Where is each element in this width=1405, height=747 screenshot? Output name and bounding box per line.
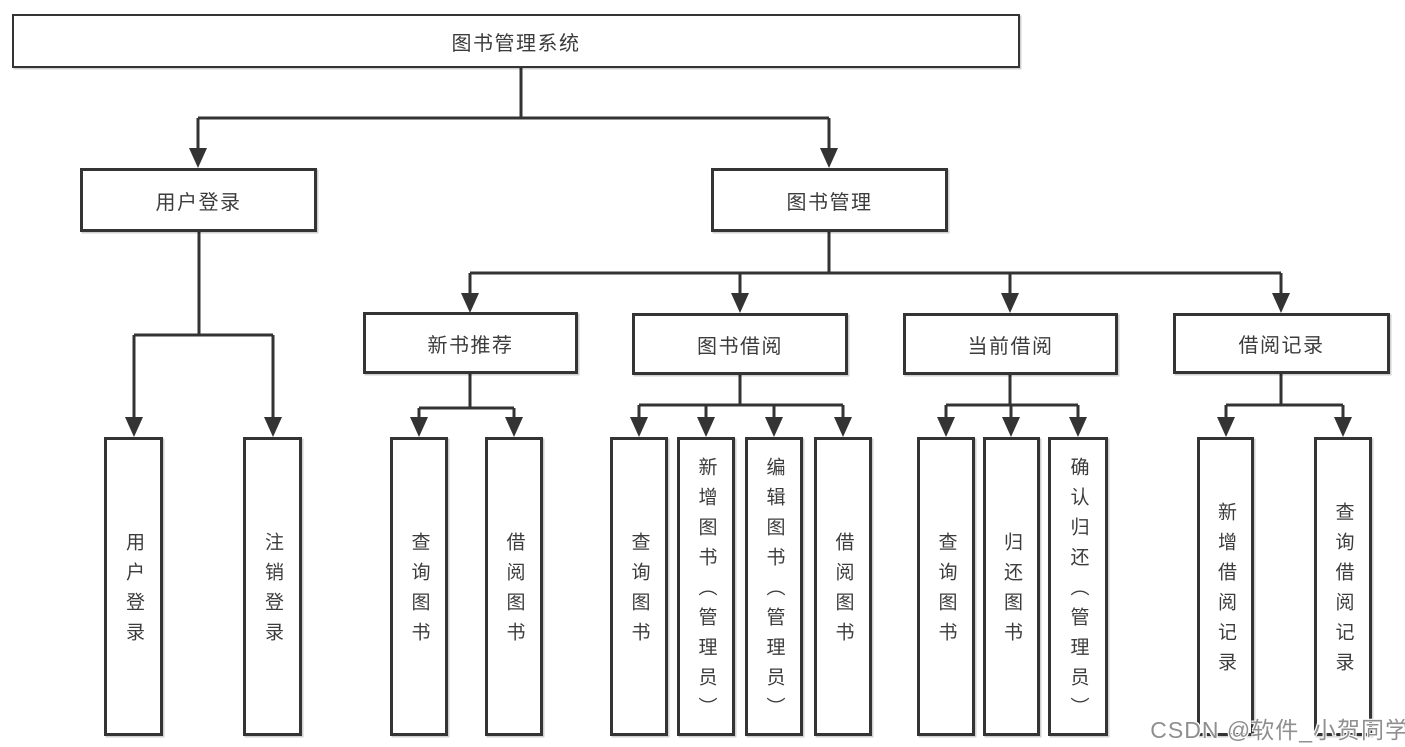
node-book-management: 图书管理 xyxy=(711,168,948,232)
node-user-login: 用户登录 xyxy=(80,168,317,232)
leaf-add-books-admin: 新增图书（管理员） xyxy=(677,437,735,736)
leaf-add-books-admin-label: 新增图书（管理员） xyxy=(695,457,717,727)
leaf-add-borrow-record: 新增借阅记录 xyxy=(1197,437,1254,736)
arrowheads xyxy=(125,148,1352,437)
leaf-query-books-borrowing: 查询图书 xyxy=(610,437,668,736)
leaf-borrow-books-recommend-label: 借阅图书 xyxy=(503,532,525,652)
leaf-borrow-books-borrowing: 借阅图书 xyxy=(814,437,872,736)
tree-edges xyxy=(132,68,1345,418)
leaf-query-borrow-record: 查询借阅记录 xyxy=(1314,437,1372,736)
leaf-logout: 注销登录 xyxy=(243,437,302,736)
leaf-edit-books-admin-label: 编辑图书（管理员） xyxy=(763,457,785,727)
node-user-login-label: 用户登录 xyxy=(155,191,242,214)
leaf-borrow-books-recommend: 借阅图书 xyxy=(485,437,543,736)
leaf-borrow-books-borrowing-label: 借阅图书 xyxy=(832,532,854,652)
watermark-text: CSDN @软件_小贺同学 xyxy=(1150,717,1405,743)
node-book-borrowing-label: 图书借阅 xyxy=(697,335,783,358)
leaf-query-borrow-record-label: 查询借阅记录 xyxy=(1332,502,1354,682)
leaf-query-books-recommend: 查询图书 xyxy=(390,437,448,736)
node-current-borrowing: 当前借阅 xyxy=(903,313,1118,375)
node-root-system-label: 图书管理系统 xyxy=(451,32,581,55)
leaf-query-books-current-label: 查询图书 xyxy=(935,532,957,652)
leaf-query-books-current: 查询图书 xyxy=(917,437,975,736)
leaf-query-books-borrowing-label: 查询图书 xyxy=(628,532,650,652)
node-borrowing-records-label: 借阅记录 xyxy=(1238,335,1325,357)
node-new-book-recommendation: 新书推荐 xyxy=(363,312,578,374)
leaf-add-borrow-record-label: 新增借阅记录 xyxy=(1215,502,1236,682)
node-root-system: 图书管理系统 xyxy=(12,14,1020,68)
node-current-borrowing-label: 当前借阅 xyxy=(967,335,1054,358)
leaf-return-books-label: 归还图书 xyxy=(1001,532,1022,652)
leaf-edit-books-admin: 编辑图书（管理员） xyxy=(745,437,803,736)
node-borrowing-records: 借阅记录 xyxy=(1173,313,1390,374)
leaf-return-books: 归还图书 xyxy=(983,437,1040,736)
node-book-borrowing: 图书借阅 xyxy=(632,313,848,375)
leaf-user-login-label: 用户登录 xyxy=(123,532,144,652)
leaf-logout-label: 注销登录 xyxy=(262,532,283,652)
node-book-management-label: 图书管理 xyxy=(786,191,873,214)
leaf-user-login: 用户登录 xyxy=(104,437,163,736)
leaf-confirm-return-admin: 确认归还（管理员） xyxy=(1048,437,1108,736)
node-new-book-recommendation-label: 新书推荐 xyxy=(427,334,514,357)
leaf-confirm-return-admin-label: 确认归还（管理员） xyxy=(1067,457,1089,727)
leaf-query-books-recommend-label: 查询图书 xyxy=(408,532,430,652)
